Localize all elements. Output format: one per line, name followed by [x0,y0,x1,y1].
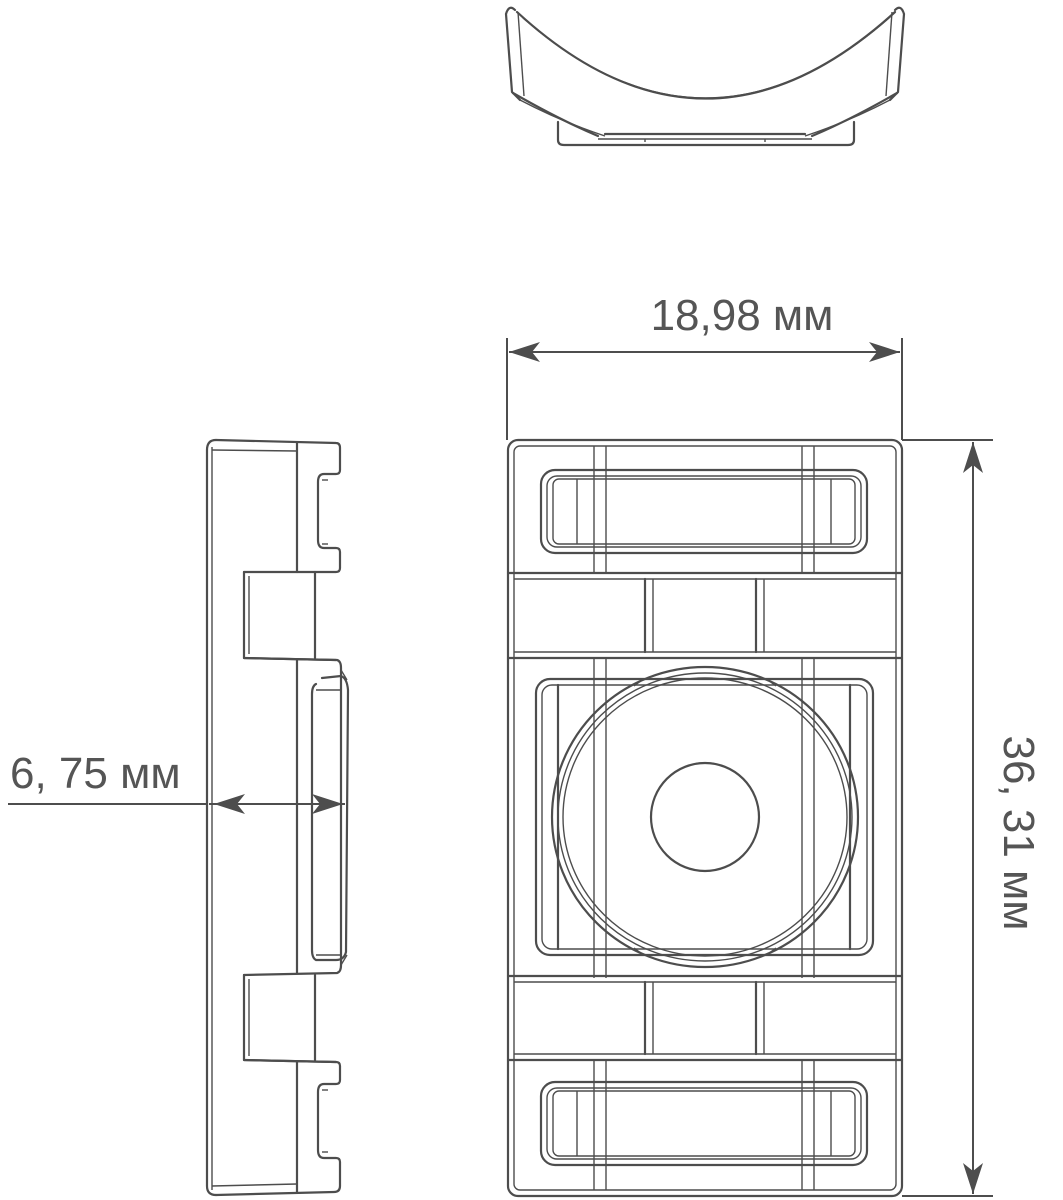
width-dimension-label: 18,98 мм [651,291,834,340]
arrow-up-icon [963,442,983,473]
depth-dimension-label: 6, 75 мм [10,749,181,798]
top-view-saddle [504,6,906,147]
height-dimension: 36, 31 мм [902,439,1043,1197]
depth-dimension: 6, 75 мм [8,749,345,814]
top-slot [539,446,869,574]
side-view [205,438,350,1197]
arrow-left-icon [509,342,540,362]
top-band [506,571,904,660]
arrow-left-icon [214,794,245,814]
height-dimension-label: 36, 31 мм [994,735,1043,930]
arrow-down-icon [963,1163,983,1194]
bottom-slot [539,1060,869,1190]
front-view [506,438,904,1198]
width-dimension: 18,98 мм [506,291,903,440]
bottom-band [506,974,904,1062]
center-section [534,658,875,978]
arrow-right-icon [869,342,900,362]
arrow-right-icon [312,794,343,814]
